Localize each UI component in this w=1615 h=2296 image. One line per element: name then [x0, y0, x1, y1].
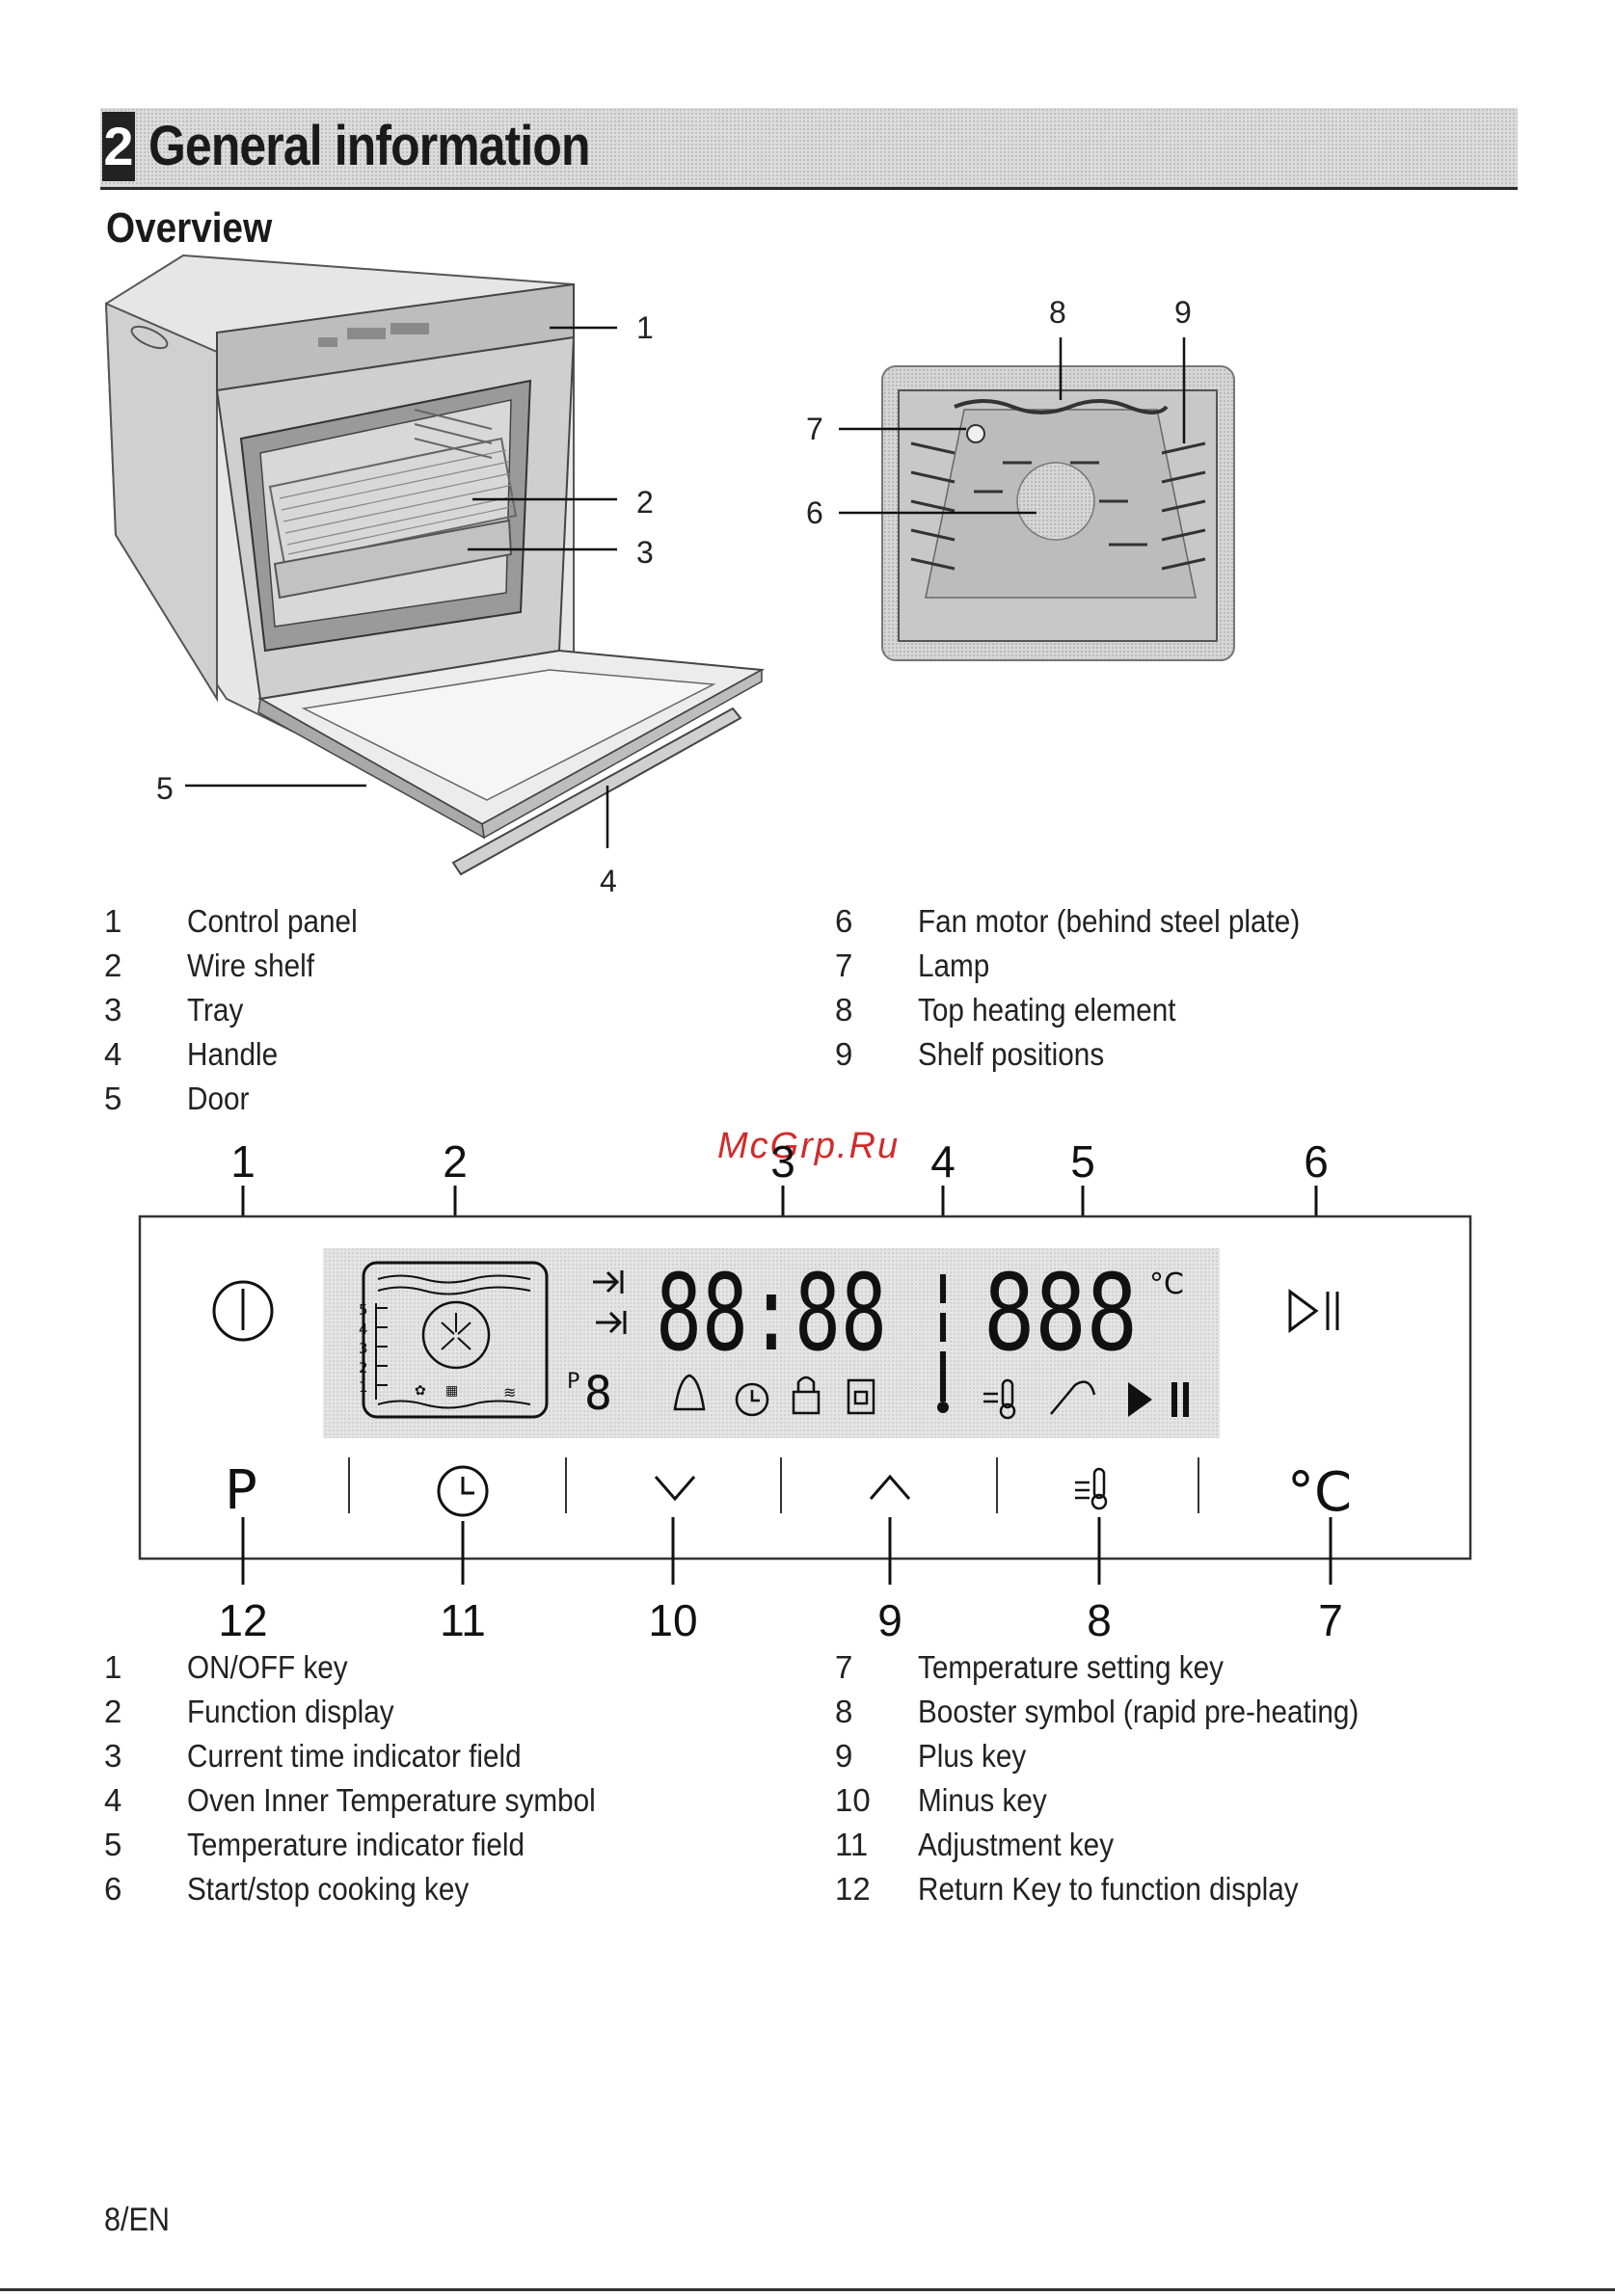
- callout-3: 3: [636, 535, 654, 570]
- section-title: General information: [148, 115, 590, 177]
- panel-callout-6: 6: [1304, 1136, 1329, 1187]
- panel-callout-3: 3: [770, 1136, 795, 1187]
- svg-text:4: 4: [359, 1321, 368, 1338]
- power-icon[interactable]: [212, 1280, 274, 1342]
- oven-cavity-front-illustration: [839, 337, 1235, 661]
- minus-chevron-icon[interactable]: [654, 1476, 696, 1502]
- temperature-unit: °C: [1149, 1268, 1184, 1301]
- panel-callout-7: 7: [1318, 1595, 1343, 1645]
- pause-icon: [1171, 1382, 1177, 1417]
- door-lock-icon: [847, 1378, 875, 1415]
- svg-text:≋: ≋: [503, 1383, 516, 1402]
- time-display: 88:88: [656, 1251, 887, 1375]
- booster-icon: [1075, 1467, 1108, 1510]
- callout-8: 8: [1049, 295, 1066, 330]
- svg-text:▦: ▦: [445, 1383, 458, 1399]
- callout-1: 1: [636, 310, 654, 345]
- function-display-icon: ✿ ▦ ≋: [362, 1261, 549, 1419]
- section-number: 2: [102, 112, 135, 181]
- panel-callout-10: 10: [648, 1595, 698, 1645]
- bottom-rule: [0, 2288, 1615, 2291]
- bell-icon: [673, 1374, 706, 1411]
- panel-callout-2: 2: [443, 1136, 468, 1187]
- svg-text:1: 1: [359, 1378, 368, 1396]
- panel-callout-8: 8: [1087, 1595, 1112, 1645]
- svg-text:✿: ✿: [415, 1383, 426, 1399]
- panel-callout-12: 12: [218, 1595, 268, 1645]
- inner-temperature-symbol: [937, 1274, 949, 1413]
- panel-callout-1: 1: [230, 1136, 256, 1187]
- callout-7: 7: [806, 412, 823, 446]
- control-panel-diagram: ✿ ▦ ≋ 5 4 3 2 1 P 8 88:88 888 °C: [138, 1186, 1472, 1585]
- play-icon: [1128, 1382, 1152, 1417]
- thermometer-icon: [1001, 1378, 1014, 1409]
- svg-text:3: 3: [359, 1340, 368, 1357]
- panel-callout-9: 9: [877, 1595, 902, 1645]
- panel-callout-4: 4: [930, 1136, 956, 1187]
- panel-callout-5: 5: [1070, 1136, 1095, 1187]
- lock-icon: [792, 1390, 821, 1415]
- plus-chevron-icon[interactable]: [869, 1474, 911, 1500]
- probe-icon: [1050, 1380, 1096, 1415]
- callout-6: 6: [806, 495, 823, 530]
- callout-4: 4: [600, 864, 617, 898]
- shelf-level-labels: 5 4 3 2 1: [359, 1301, 368, 1396]
- clock-icon[interactable]: [437, 1465, 489, 1517]
- section-header-bar: [100, 108, 1518, 190]
- watermark: McGrp.Ru: [717, 1126, 901, 1166]
- panel-callout-11: 11: [440, 1595, 486, 1645]
- svg-text:5: 5: [359, 1301, 368, 1319]
- callout-5: 5: [156, 771, 174, 806]
- callout-9: 9: [1174, 295, 1192, 330]
- program-digit: 8: [584, 1367, 612, 1421]
- return-key[interactable]: P: [225, 1459, 257, 1522]
- overview-heading: Overview: [106, 204, 273, 252]
- callout-2: 2: [636, 485, 654, 520]
- start-pause-icon[interactable]: [1288, 1289, 1339, 1333]
- svg-text:2: 2: [359, 1359, 368, 1376]
- program-prefix: P: [567, 1370, 579, 1394]
- page-number: 8/EN: [104, 2202, 171, 2238]
- timer-clock-icon: [735, 1382, 769, 1417]
- temperature-display: 888: [983, 1251, 1138, 1375]
- oven-overview-illustration: [104, 254, 766, 876]
- temperature-setting-key[interactable]: °C: [1287, 1461, 1352, 1524]
